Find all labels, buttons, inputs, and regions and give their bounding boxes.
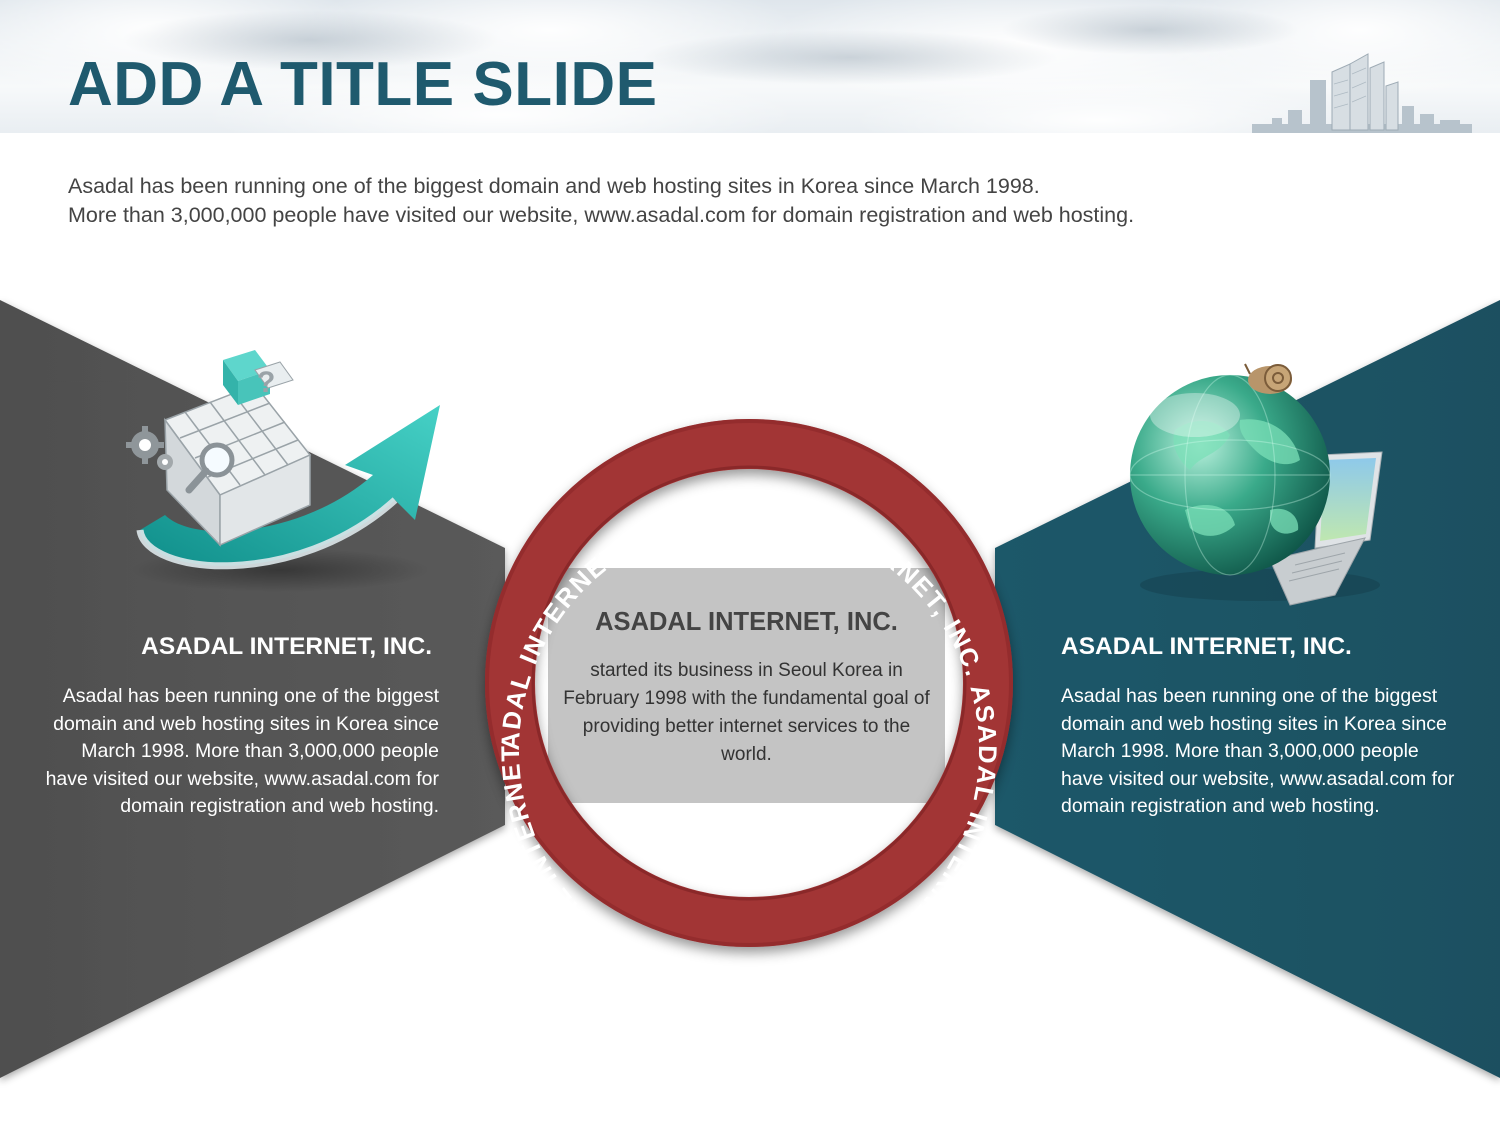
center-panel-title: ASADAL INTERNET, INC. <box>595 608 898 636</box>
right-panel-title: ASADAL INTERNET, INC. <box>1061 633 1352 660</box>
ring-text: ADAL INTERNET, INC. ASADAL INTERNET, INC… <box>460 385 1001 985</box>
intro-line-1: Asadal has been running one of the bigge… <box>68 174 1040 198</box>
center-panel: ASADAL INTERNET, INC. started its busine… <box>548 568 945 803</box>
page-title: ADD A TITLE SLIDE <box>68 50 658 119</box>
center-panel-text: started its business in Seoul Korea in F… <box>563 660 930 765</box>
ring-textpath: ADAL INTERNET, INC. ASADAL INTERNET, INC… <box>460 385 999 985</box>
intro-line-2: More than 3,000,000 people have visited … <box>68 203 1135 227</box>
circular-text-ring: ADAL INTERNET, INC. ASADAL INTERNET, INC… <box>460 385 1013 985</box>
intro-text: Asadal has been running one of the bigge… <box>68 172 1448 230</box>
svg-text:?: ? <box>257 366 275 399</box>
right-panel-text: Asadal has been running one of the bigge… <box>1061 685 1455 817</box>
header-banner <box>0 0 1500 133</box>
globe-laptop-icon <box>1129 363 1383 606</box>
cube-arrow-icon: ? <box>126 350 440 592</box>
ring-band <box>485 419 1013 947</box>
left-panel-title: ASADAL INTERNET, INC. <box>141 633 432 660</box>
left-panel-text: Asadal has been running one of the bigge… <box>45 685 439 817</box>
city-skyline-icon <box>1252 53 1472 133</box>
